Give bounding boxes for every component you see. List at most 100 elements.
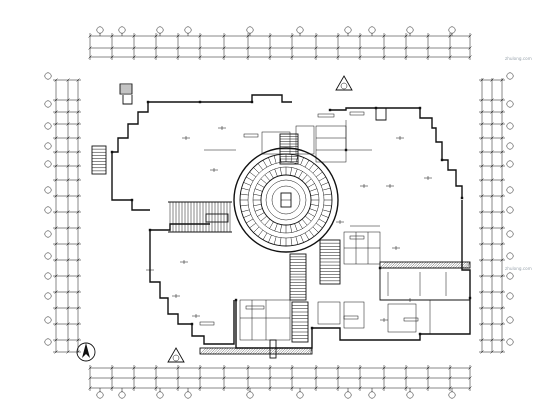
- label-box: [349, 235, 365, 240]
- grid-bubble: [44, 186, 52, 194]
- rotunda-step-line: [254, 188, 263, 192]
- rotunda-seat-line: [273, 236, 277, 245]
- grid-bubble: [184, 391, 192, 399]
- rotunda-step-line: [269, 171, 274, 179]
- rotunda-step-line: [307, 183, 315, 188]
- right-dimension-rails: [479, 78, 505, 354]
- grid-bubble: [44, 100, 52, 108]
- hatch-line: [262, 347, 269, 355]
- hatch-line: [217, 347, 224, 355]
- label-box: [343, 315, 359, 320]
- hatch-line: [267, 347, 274, 355]
- grid-bubble: [44, 252, 52, 260]
- hatch-line: [454, 261, 462, 269]
- grid-bubble: [368, 391, 376, 399]
- rotunda-step-line: [307, 212, 315, 217]
- grid-bubble: [344, 391, 352, 399]
- hatch-line: [302, 347, 309, 355]
- rotunda-seat-line: [322, 209, 331, 213]
- hatch-line: [229, 347, 237, 355]
- grid-bubble: [44, 316, 52, 324]
- rotunda-step-line: [264, 174, 271, 182]
- rotunda-step-line: [280, 167, 282, 176]
- hatch-line: [244, 347, 252, 355]
- hatch-line: [444, 261, 452, 269]
- hatch-line: [404, 261, 412, 269]
- hatch-line: [294, 347, 302, 355]
- label-box: [245, 305, 265, 310]
- rotunda-step-line: [260, 215, 268, 222]
- rotunda-seat-line: [241, 187, 250, 191]
- rotunda-step-line: [253, 194, 262, 196]
- rotunda-step-line: [290, 224, 292, 233]
- left-ramp-stairs: [168, 201, 232, 233]
- hatch-line: [257, 347, 264, 355]
- grid-bubble: [246, 26, 254, 34]
- hatch-line: [449, 261, 457, 269]
- rotunda-seat-line: [312, 226, 319, 233]
- grid-bubble: [118, 26, 126, 34]
- rotunda-step-line: [290, 167, 292, 176]
- hatch-line: [412, 261, 419, 269]
- grid-axis-bubbles: [44, 26, 514, 399]
- rotunda-step-line: [301, 218, 308, 226]
- hatch-line: [432, 261, 439, 269]
- rotunda-step-line: [310, 194, 319, 196]
- north-arrow-icon: [76, 342, 96, 362]
- grid-bubble: [44, 230, 52, 238]
- grid-bubble: [44, 206, 52, 214]
- grid-bubble: [506, 72, 514, 80]
- grid-bubble: [506, 122, 514, 130]
- column: [328, 108, 332, 112]
- column: [344, 148, 348, 152]
- rotunda-step-line: [294, 223, 298, 232]
- hatch-line: [402, 261, 409, 269]
- column: [198, 100, 202, 104]
- grid-bubble: [344, 26, 352, 34]
- hatch-line: [437, 261, 444, 269]
- rotunda-seat-line: [315, 171, 323, 178]
- left-dimension-rails: [53, 78, 81, 354]
- rotunda-seat-line: [262, 160, 268, 168]
- rotunda-seat-line: [304, 232, 310, 240]
- column: [378, 266, 382, 270]
- grid-bubble: [118, 391, 126, 399]
- hatch-line: [452, 261, 459, 269]
- hatch-line: [297, 347, 304, 355]
- hatch-line: [464, 261, 471, 269]
- label-box: [243, 133, 259, 138]
- rotunda-seat-line: [246, 176, 254, 182]
- hatch-line: [434, 261, 442, 269]
- hatch-line: [247, 347, 254, 355]
- rotunda-seat-line: [257, 229, 264, 237]
- hatch-line: [292, 347, 299, 355]
- rotunda-step-line: [269, 221, 274, 229]
- grid-bubble: [368, 26, 376, 34]
- rotunda-seat-line: [318, 176, 326, 182]
- hatch-line: [237, 347, 244, 355]
- grid-bubble: [184, 26, 192, 34]
- rotunda-seat-line: [253, 226, 260, 233]
- rotunda-step-line: [254, 208, 263, 212]
- rotunda-seat-line: [253, 167, 260, 174]
- rotunda-seat-line: [290, 237, 293, 246]
- rotunda-seat-line: [240, 204, 249, 207]
- rotunda-seat-line: [300, 235, 304, 243]
- column: [468, 296, 472, 300]
- hatch-line: [212, 347, 219, 355]
- grid-bubble: [506, 142, 514, 150]
- hatch-line: [422, 261, 429, 269]
- hatch-line: [199, 347, 207, 355]
- rotunda: [233, 147, 339, 253]
- grid-bubble: [506, 316, 514, 324]
- rotunda-seat-line: [262, 232, 268, 240]
- rotunda-seat-line: [268, 235, 272, 243]
- grid-bubble: [296, 391, 304, 399]
- hatch-line: [269, 347, 277, 355]
- hatch-line: [304, 347, 312, 355]
- grid-bubble: [506, 160, 514, 168]
- rotunda-step-line: [260, 178, 268, 185]
- grid-bubble: [506, 100, 514, 108]
- hatch-line: [249, 347, 257, 355]
